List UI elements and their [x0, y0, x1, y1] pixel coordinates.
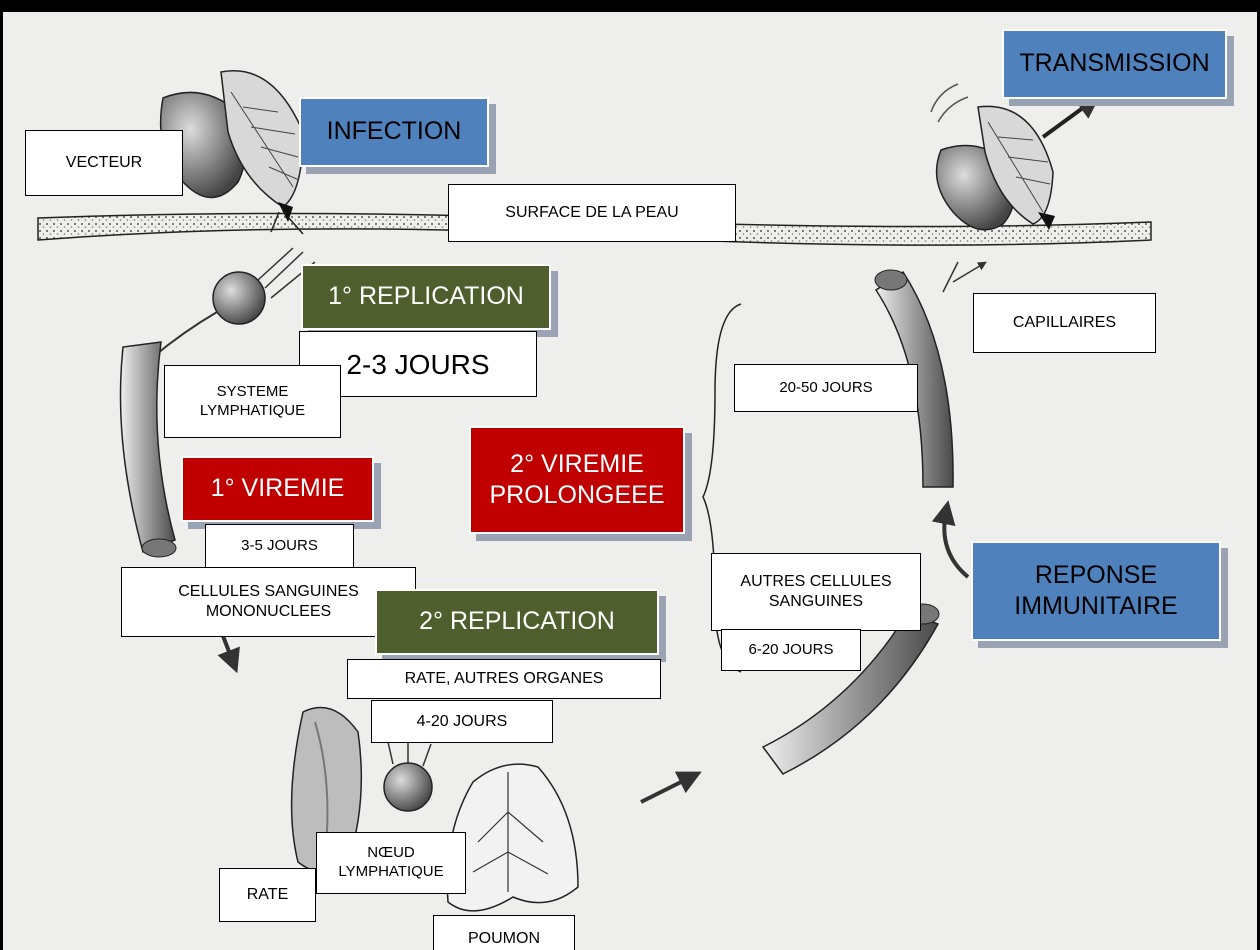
- replication-2-label: 2° REPLICATION: [375, 589, 659, 655]
- days-2-3-label: 2-3 JOURS: [299, 331, 537, 397]
- vector-insect-right: [930, 83, 1101, 231]
- viremia-2-label: 2° VIREMIE PROLONGEEE: [469, 426, 685, 534]
- lymphatic-system-label: SYSTEME LYMPHATIQUE: [164, 365, 341, 438]
- vecteur-label: VECTEUR: [25, 130, 183, 196]
- transmission-label: TRANSMISSION: [1002, 29, 1227, 99]
- mononuclear-cells-label: CELLULES SANGUINES MONONUCLEES: [121, 567, 416, 637]
- days-4-20-label: 4-20 JOURS: [371, 700, 553, 743]
- other-blood-cells-label: AUTRES CELLULES SANGUINES: [711, 553, 921, 631]
- blood-vessel-upper-right: [874, 262, 983, 579]
- skin-surface-label: SURFACE DE LA PEAU: [448, 184, 736, 242]
- capillaries-label: CAPILLAIRES: [973, 293, 1156, 353]
- days-6-20-label: 6-20 JOURS: [721, 629, 861, 671]
- replication-1-label: 1° REPLICATION: [301, 264, 551, 330]
- lung-label: POUMON: [433, 915, 575, 950]
- lung-organ: [446, 763, 702, 912]
- lymph-node-lower: [383, 740, 433, 812]
- days-3-5-label: 3-5 JOURS: [205, 524, 354, 568]
- lymph-vessel-left: [119, 341, 240, 674]
- lymph-node-upper: [152, 247, 316, 358]
- viremia-1-label: 1° VIREMIE: [181, 456, 374, 522]
- spleen-label: RATE: [219, 868, 316, 922]
- lymph-node-label: NŒUD LYMPHATIQUE: [316, 832, 466, 894]
- infection-label: INFECTION: [299, 97, 489, 167]
- spleen-other-organs-label: RATE, AUTRES ORGANES: [347, 659, 661, 699]
- immune-response-label: REPONSE IMMUNITAIRE: [971, 541, 1221, 641]
- days-20-50-label: 20-50 JOURS: [734, 364, 918, 412]
